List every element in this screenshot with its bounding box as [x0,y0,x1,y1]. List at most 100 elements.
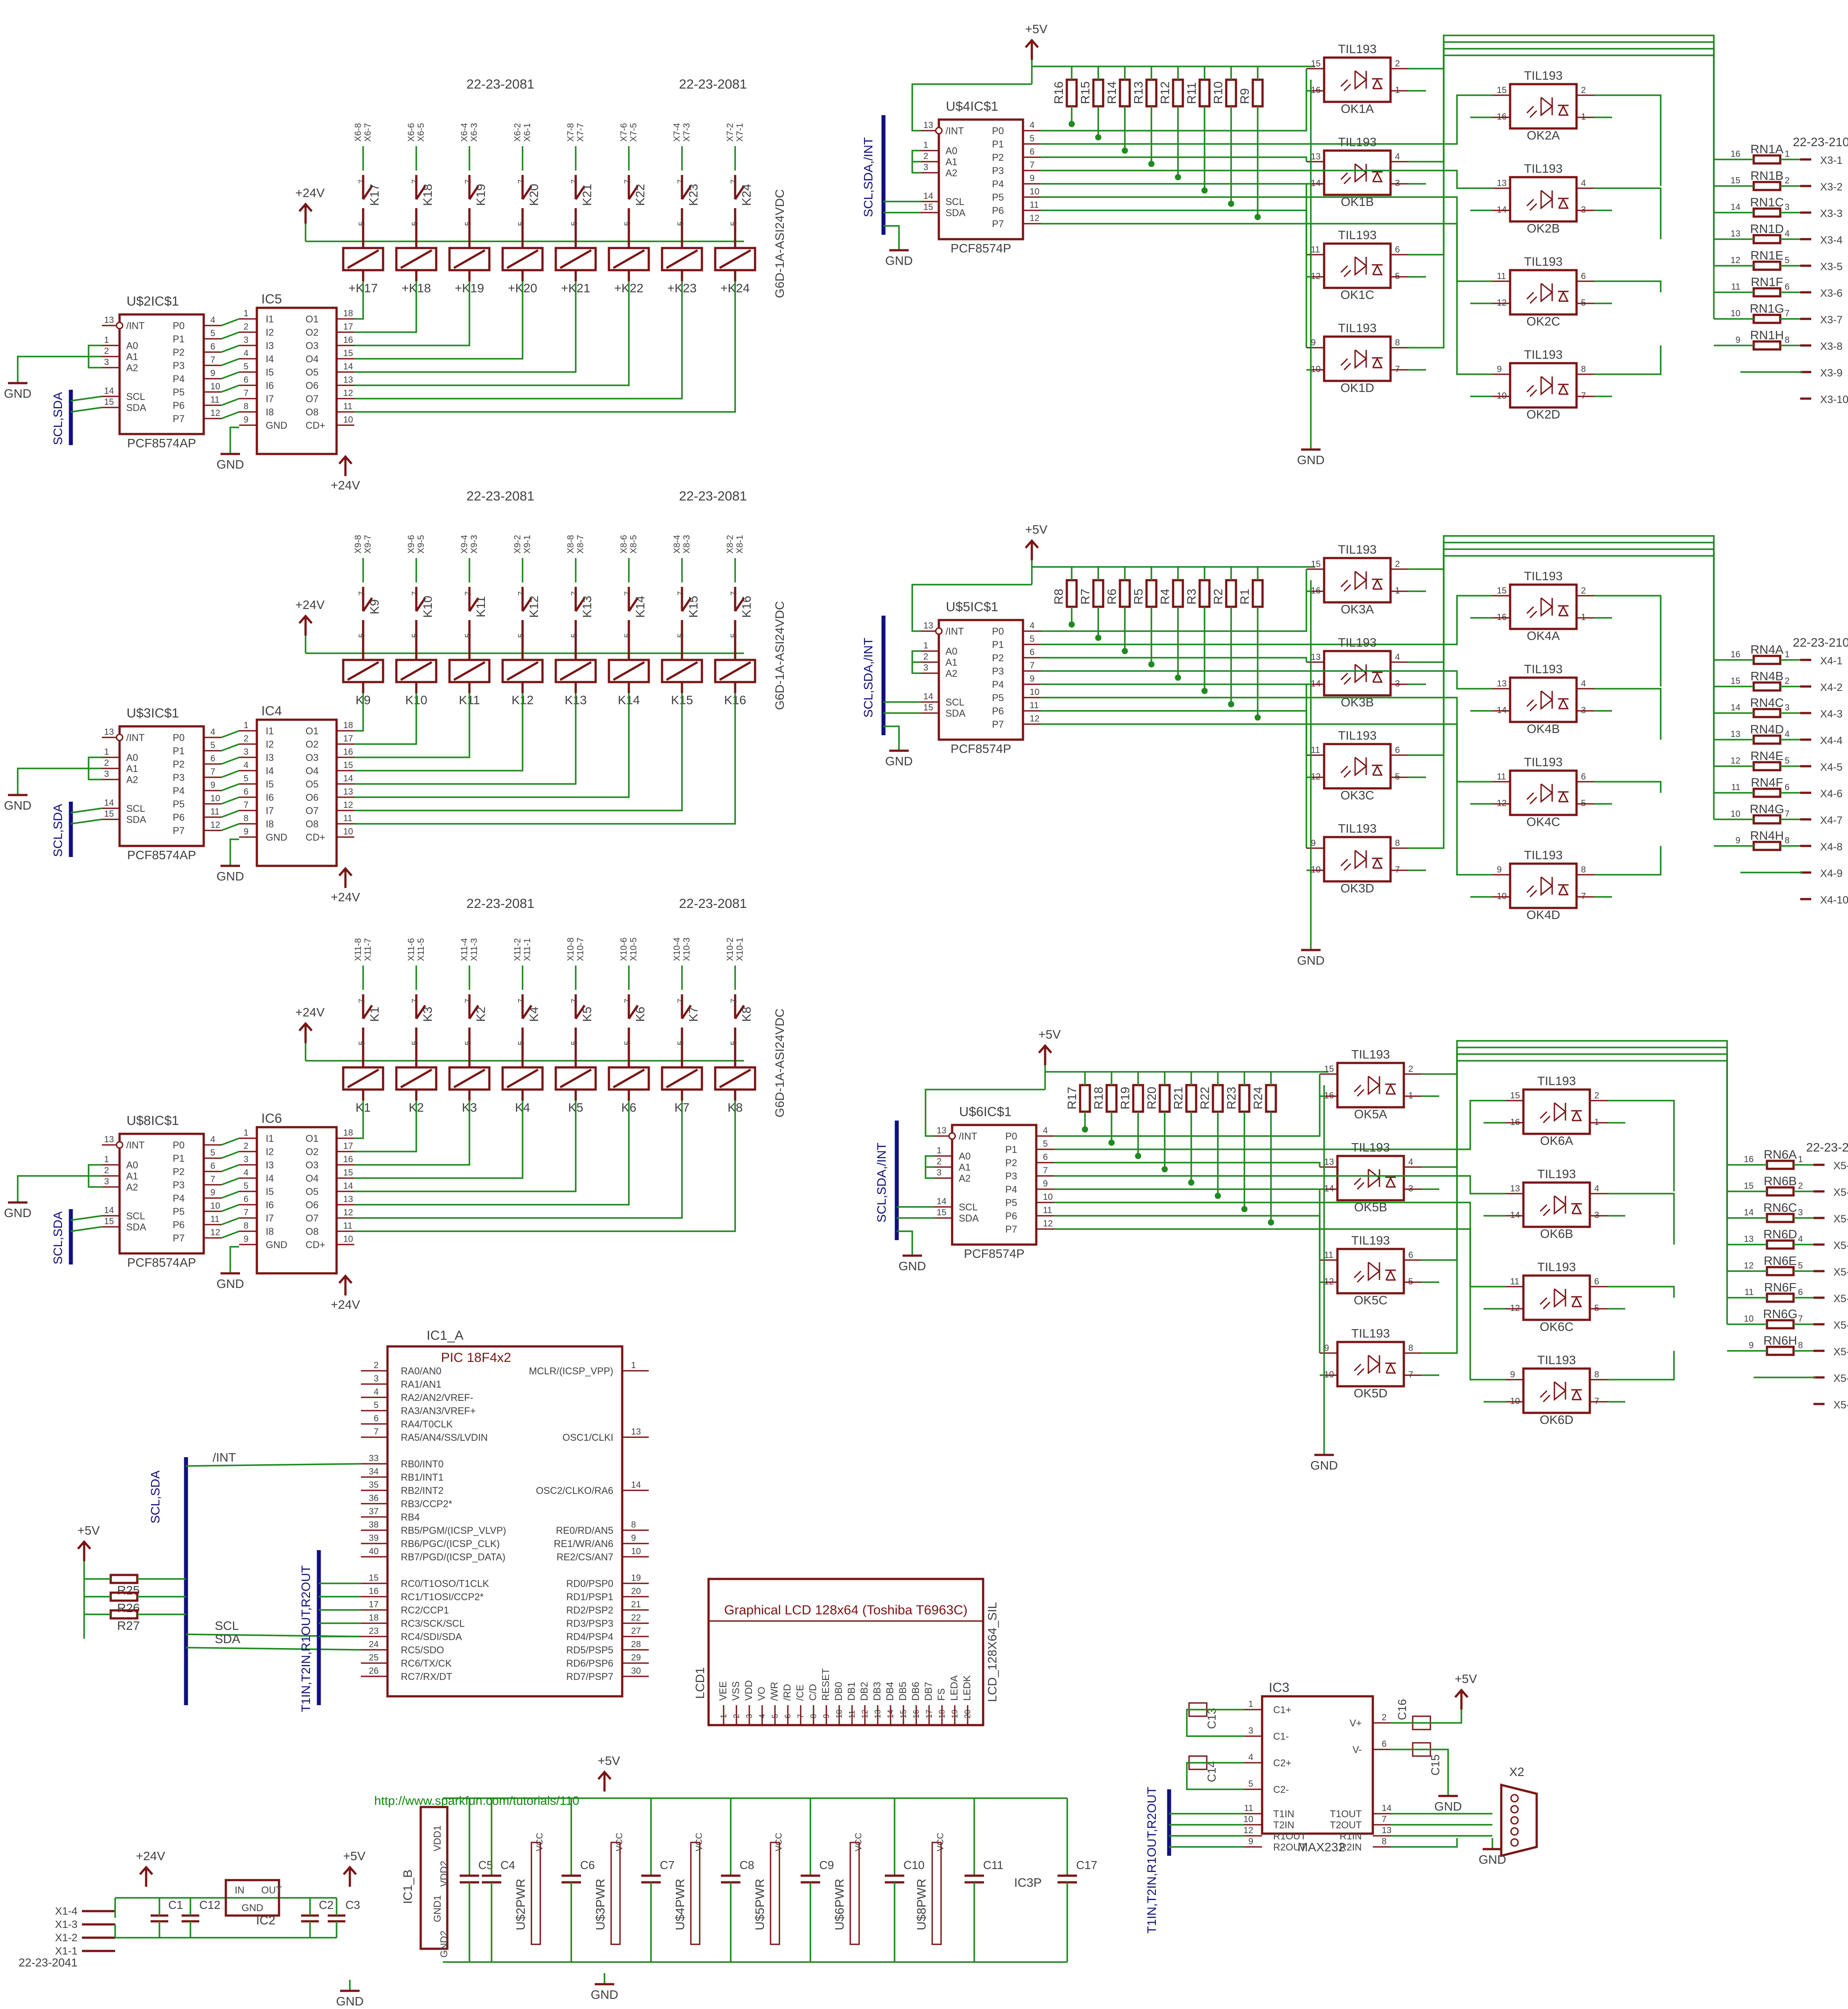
wire [1529,296,1538,304]
pin-number: 9 [1043,1179,1048,1189]
pin-number: 9 [1510,1370,1515,1380]
pin-number: 9 [631,1533,636,1543]
pin-name: RE2/CS/AN7 [557,1551,613,1563]
pin-label: X6-4 [460,123,469,142]
pin-number: 34 [369,1467,379,1477]
junction-dot [1175,174,1181,180]
pin-name: O1 [306,1133,318,1144]
pin-name: P6 [1005,1210,1017,1222]
opto-name: OK1A [1341,102,1374,116]
pin-name: P1 [992,139,1004,150]
rn-name: RN6H [1763,1334,1797,1347]
cap-name: C7 [660,1858,674,1872]
pin-number: 6 [244,375,248,385]
rn-resistor [1752,655,1782,665]
pin-number: 12 [1043,1219,1053,1229]
supply-symbol: +24V [295,1005,325,1043]
db9-pin [1510,1794,1519,1803]
pin-number: 8 [1798,1341,1803,1350]
pin-name: A2 [126,1182,138,1193]
wire [354,693,417,745]
supply-symbol: +5V [1038,1028,1061,1065]
optocoupler: TIL193OK6D91087 [1506,1353,1608,1427]
rn-resistor [1766,1292,1795,1303]
wire [681,1004,692,1020]
connector-pin: X1-3 [55,1919,77,1931]
pin-name: P0 [992,626,1004,637]
cap-name: C11 [983,1858,1003,1872]
bus-label: SCL,SDA [148,1470,162,1524]
optocoupler: TIL193OK4D91087 [1492,848,1594,922]
wire [1408,54,1715,349]
connector-pin: X1-2 [55,1932,77,1944]
opto-type: TIL193 [1537,1260,1576,1274]
pin-name: P5 [992,192,1004,203]
opto-name: OK2B [1527,221,1560,235]
pin-name: RD4/PSP4 [566,1631,613,1642]
resistor [1172,579,1184,608]
pin-number: 4 [210,727,215,737]
wire [354,281,736,413]
connector-label: 22-23-2101 [1793,135,1848,149]
wire [400,249,433,269]
pin-label: X9-5 [416,535,426,554]
chip-body [1261,1695,1374,1835]
pin-number: 5 [374,1400,379,1410]
wire [362,1004,373,1020]
opto-type: TIL193 [1524,848,1562,862]
pin-name: C2+ [1273,1757,1291,1769]
pin-number: 16 [1744,1155,1754,1164]
wire [1385,1176,1396,1188]
chip-name: IC1_B [401,1869,415,1904]
pin-number: 26 [369,1666,379,1676]
cap-name: C13 [1205,1708,1218,1729]
optocoupler: TIL193OK5C111265 [1320,1233,1422,1307]
rn-resistor [1752,814,1782,825]
pin-number: 14 [1744,1208,1754,1218]
pin-number: 7 [244,800,248,810]
resistor-name: R4 [1158,589,1172,605]
pin-name: SDA [945,708,966,719]
pin-label: X7-7 [576,123,585,142]
optocoupler: TIL193OK6A151621 [1506,1074,1608,1148]
gnd-label: GND [885,754,913,768]
pin-number: 5 [210,329,215,338]
pin-number: 5 [623,221,632,226]
supply-label: +5V [1455,1672,1477,1686]
pin-name: I6 [266,792,274,803]
wire [1343,770,1352,778]
rn-name: RN6E [1764,1254,1797,1268]
opto-type: TIL193 [1338,543,1376,556]
pin-number: 9 [210,368,215,378]
pin-number: 12 [343,1208,353,1218]
pin-number: 16 [343,747,353,757]
wire [221,1191,240,1199]
wire [734,1004,745,1020]
pwr-part: U$8PWR [914,1879,928,1931]
bus-label: SCL,SDA [51,1211,65,1264]
resistor-name: R7 [1078,589,1092,605]
junction-dot [1268,1219,1274,1226]
pin-number: 7 [676,591,685,596]
opto-name: OK3A [1341,602,1374,616]
wire [628,185,639,200]
pin-number: 2 [1395,559,1400,569]
relay-name: K11 [474,596,488,617]
chip-name: IC3P [1014,1876,1042,1889]
pin-number: 5 [570,221,579,226]
pin-number: 6 [1581,772,1586,782]
rn-resistor [1752,734,1782,745]
connector-pin: X5-9 [1833,1373,1848,1385]
pin-number: 11 [1043,1206,1052,1215]
wire [362,597,373,612]
pin-name: C2- [1273,1784,1289,1795]
chip-name: IC6 [261,1111,282,1126]
ground-symbol: GND [217,443,244,471]
chip-body [419,1806,449,1950]
resistor [1145,579,1158,608]
pin-name: O7 [306,393,318,404]
relay-name: K24 [740,184,753,206]
pin-name: RC0/T1OSO/T1CLK [401,1578,489,1589]
